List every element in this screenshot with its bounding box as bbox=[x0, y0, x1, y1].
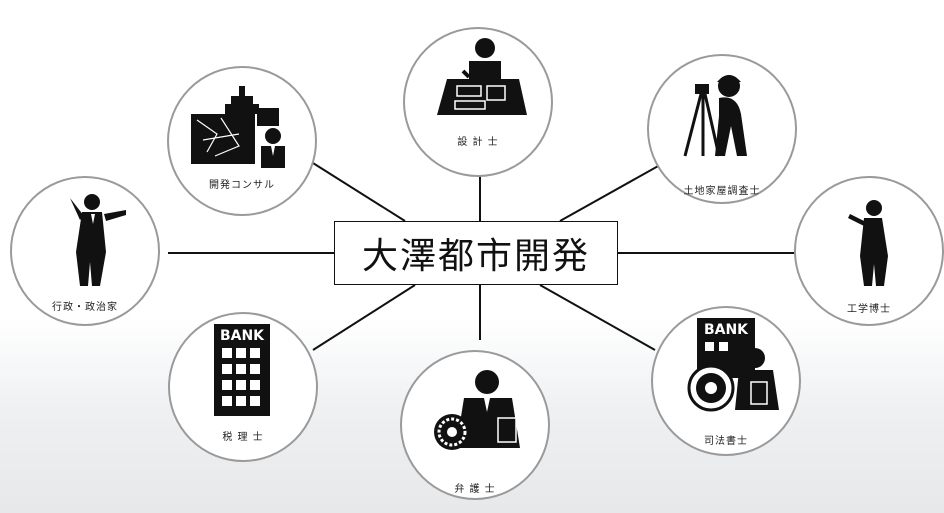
connector-shiho bbox=[539, 284, 656, 351]
hub-box[interactable]: 大澤都市開発 bbox=[334, 221, 618, 285]
node-label: 工学博士 bbox=[847, 304, 891, 315]
surveyor-tripod-icon bbox=[683, 75, 747, 157]
node-label: 行政・政治家 bbox=[52, 302, 118, 313]
hub-title: 大澤都市開発 bbox=[361, 236, 590, 277]
node-gyosei-seijika[interactable]: 行政・政治家 bbox=[10, 176, 160, 326]
lawyer-badge-icon bbox=[434, 370, 520, 450]
engineer-reading-icon bbox=[848, 200, 888, 286]
architect-drafting-icon bbox=[437, 38, 527, 115]
node-label: 設 計 士 bbox=[457, 137, 499, 148]
node-zeirishi[interactable]: BANK 税 理 士 bbox=[168, 312, 318, 462]
bank-sign: BANK bbox=[704, 322, 749, 338]
node-label: 弁 護 士 bbox=[454, 484, 496, 495]
node-label: 土地家屋調査士 bbox=[683, 186, 761, 197]
node-bengoshi[interactable]: 弁 護 士 bbox=[400, 350, 550, 500]
node-label: 司法書士 bbox=[704, 436, 748, 447]
connector-zeirishi bbox=[312, 284, 416, 351]
connector-kaihatsu bbox=[304, 157, 406, 222]
bank-emblem-icon: BANK bbox=[687, 318, 779, 412]
bank-sign: BANK bbox=[220, 328, 265, 344]
node-label: 税 理 士 bbox=[222, 432, 264, 443]
node-shiho-shoshi[interactable]: BANK 司法書士 bbox=[651, 306, 801, 456]
node-kogaku-hakushi[interactable]: 工学博士 bbox=[794, 176, 944, 326]
node-tochi-kaoku-chousashi[interactable]: 土地家屋調査士 bbox=[647, 54, 797, 204]
node-sekkeishi[interactable]: 設 計 士 bbox=[403, 27, 553, 177]
bank-building-icon: BANK bbox=[214, 324, 270, 416]
connector-tochi bbox=[559, 164, 661, 222]
parliament-city-map-icon bbox=[191, 86, 285, 168]
node-kaihatsu-consultant[interactable]: 開発コンサル bbox=[167, 66, 317, 216]
node-label: 開発コンサル bbox=[209, 180, 275, 191]
politician-speaking-icon bbox=[70, 194, 126, 286]
